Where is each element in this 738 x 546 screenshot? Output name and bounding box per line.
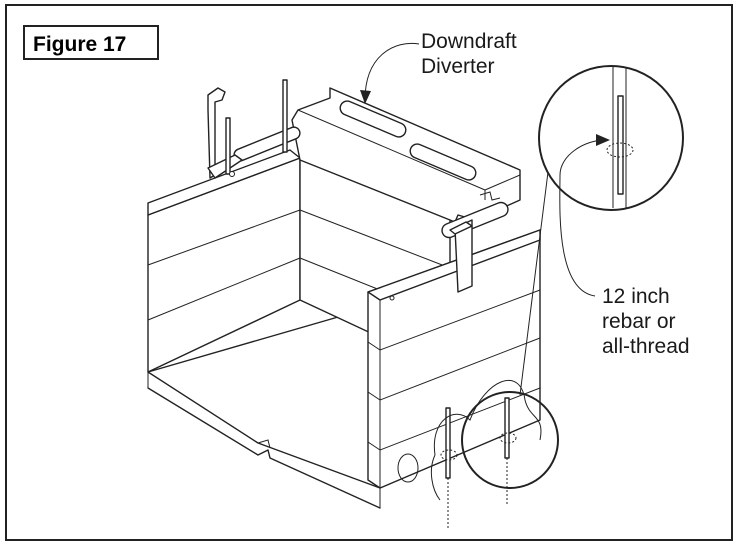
left-bracket	[207, 79, 288, 179]
firebox-assembly	[147, 79, 559, 528]
label-all-thread: all-thread	[602, 335, 690, 358]
left-wall	[147, 149, 301, 373]
rebar-detail-view	[519, 65, 684, 396]
diverter-strap	[449, 219, 473, 293]
rod-callout-circle	[461, 391, 559, 489]
label-rebar-or: rebar or	[602, 310, 676, 333]
right-wall	[367, 229, 541, 489]
rebar-leader	[559, 134, 610, 297]
figure-title-box: Figure 17	[23, 25, 159, 60]
figure-title: Figure 17	[33, 33, 126, 56]
label-diverter: Diverter	[421, 55, 495, 78]
label-rebar-size: 12 inch	[602, 285, 670, 308]
lower-rods	[430, 379, 542, 528]
diverter-leader	[360, 42, 420, 104]
label-downdraft: Downdraft	[421, 30, 517, 53]
